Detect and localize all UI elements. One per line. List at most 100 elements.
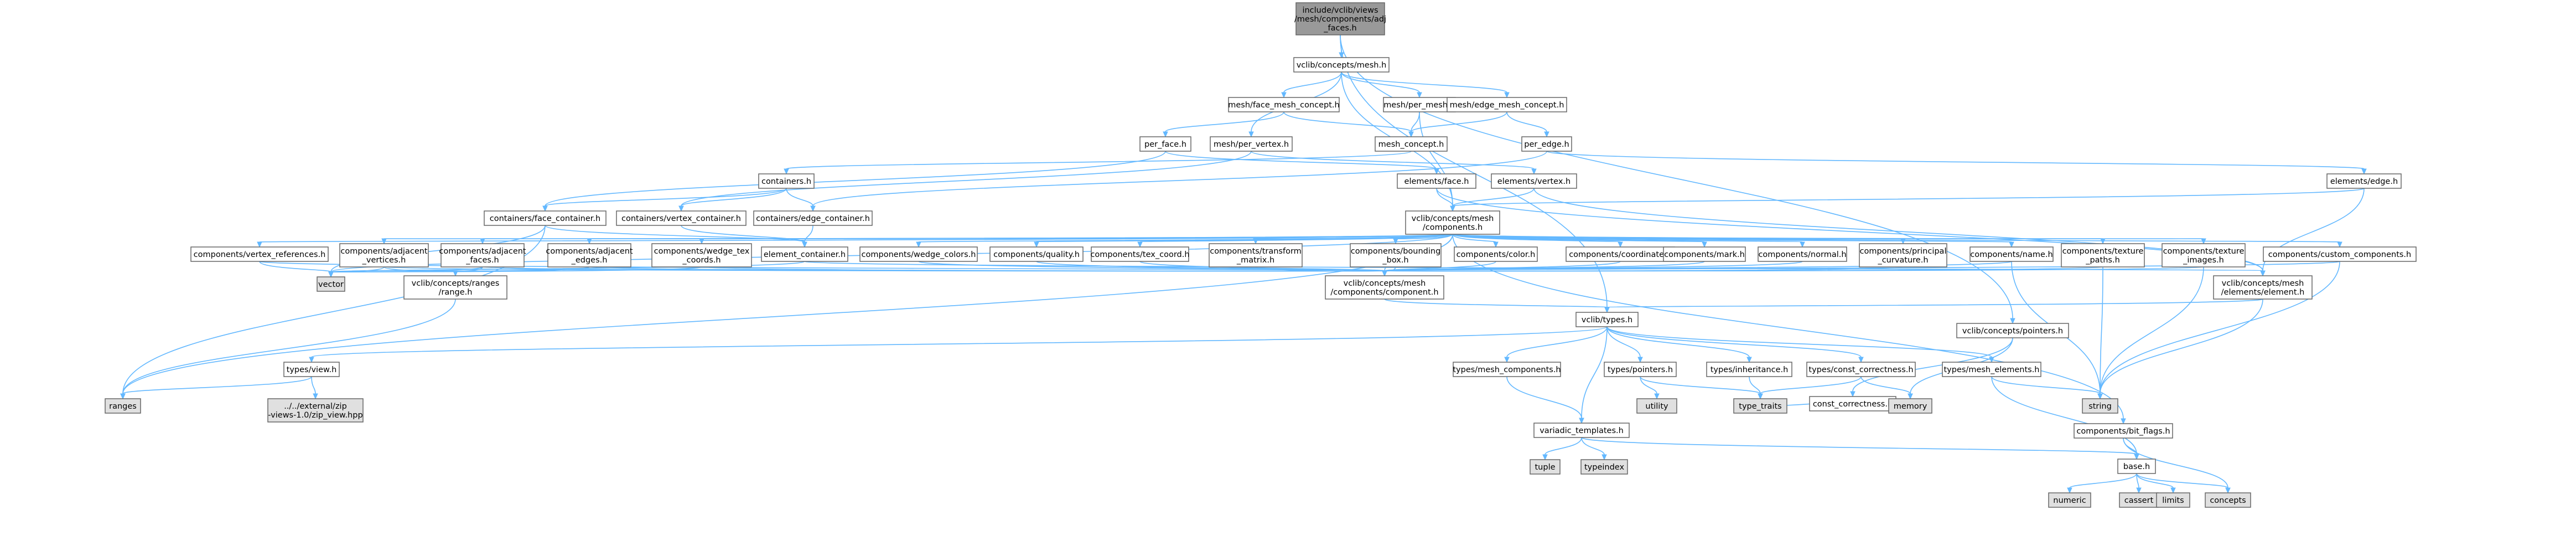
node-per-mesh[interactable]: mesh/per_mesh.h bbox=[1383, 97, 1456, 112]
node-box bbox=[2263, 246, 2417, 262]
node-comp-adj-faces[interactable]: components/adjacent_faces.h bbox=[439, 243, 526, 267]
node-types-const-corr[interactable]: types/const_correctness.h bbox=[1806, 362, 1916, 377]
node-vector[interactable]: vector bbox=[317, 276, 345, 292]
node-concepts[interactable]: concepts bbox=[2205, 492, 2251, 508]
node-comp-transform[interactable]: components/transform_matrix.h bbox=[1209, 243, 1303, 267]
node-comp-tex-paths[interactable]: components/texture_paths.h bbox=[2061, 243, 2145, 267]
edge-per-edge-to-elements-edge bbox=[1546, 151, 2365, 169]
node-cassert[interactable]: cassert bbox=[2119, 492, 2159, 508]
edge-comp-vertex-refs-to-vector bbox=[259, 261, 331, 272]
node-ranges-range[interactable]: vclib/concepts/ranges/range.h bbox=[403, 275, 507, 300]
node-box bbox=[1604, 362, 1677, 377]
node-label: _box.h bbox=[1382, 256, 1408, 265]
node-comp-adj-vertices[interactable]: components/adjacent_vertices.h bbox=[339, 243, 429, 267]
node-mesh-component[interactable]: vclib/concepts/mesh/components/component… bbox=[1325, 275, 1444, 300]
node-box bbox=[1859, 243, 1947, 267]
node-containers[interactable]: containers.h bbox=[758, 173, 815, 189]
node-mesh-element[interactable]: vclib/concepts/mesh/elements/element.h bbox=[2213, 275, 2313, 300]
node-label: mesh/per_vertex.h bbox=[1214, 140, 1289, 149]
node-types-inheritance[interactable]: types/inheritance.h bbox=[1706, 362, 1792, 377]
node-types-view[interactable]: types/view.h bbox=[283, 362, 340, 377]
edge-arrowhead bbox=[1542, 454, 1548, 461]
node-comp-color[interactable]: components/color.h bbox=[1454, 246, 1538, 262]
node-mesh-components[interactable]: vclib/concepts/mesh/components.h bbox=[1405, 210, 1500, 235]
node-comp-tex-coord[interactable]: components/tex_coord.h bbox=[1090, 246, 1190, 262]
node-box bbox=[1397, 173, 1476, 189]
node-per-vertex[interactable]: mesh/per_vertex.h bbox=[1210, 136, 1293, 152]
node-label: components/texture bbox=[2062, 247, 2144, 256]
node-comp-adj-edges[interactable]: components/adjacent_edges.h bbox=[546, 243, 633, 267]
node-typeindex[interactable]: typeindex bbox=[1580, 459, 1628, 475]
node-label: components/tex_coord.h bbox=[1090, 250, 1189, 259]
node-comp-quality[interactable]: components/quality.h bbox=[989, 246, 1084, 262]
node-containers-edge[interactable]: containers/edge_container.h bbox=[753, 210, 873, 226]
node-concepts-mesh[interactable]: vclib/concepts/mesh.h bbox=[1293, 57, 1390, 73]
node-utility[interactable]: utility bbox=[1636, 398, 1677, 414]
node-containers-face[interactable]: containers/face_container.h bbox=[484, 210, 607, 226]
edge-mesh-component-to-types bbox=[1384, 298, 1608, 308]
node-types[interactable]: vclib/types.h bbox=[1575, 312, 1639, 327]
node-label: components/transform bbox=[1210, 247, 1302, 256]
node-comp-wedge-tex[interactable]: components/wedge_tex_coords.h bbox=[651, 243, 752, 267]
node-types-mesh-comp[interactable]: types/mesh_components.h bbox=[1453, 362, 1561, 377]
edge-edge-mesh-concept-to-per-edge bbox=[1506, 111, 1547, 132]
node-comp-name[interactable]: components/name.h bbox=[1969, 246, 2054, 262]
edge-base-to-limits bbox=[2136, 473, 2174, 488]
node-box bbox=[1453, 362, 1561, 377]
node-const-correctness[interactable]: const_correctness.h bbox=[1809, 396, 1896, 411]
node-types-mesh-elements[interactable]: types/mesh_elements.h bbox=[1942, 362, 2041, 377]
node-label: containers/vertex_container.h bbox=[621, 214, 741, 223]
node-box bbox=[1405, 210, 1500, 235]
node-comp-bounding[interactable]: components/bounding_box.h bbox=[1350, 243, 1442, 267]
node-comp-tex-images[interactable]: components/texture_images.h bbox=[2162, 243, 2246, 267]
node-elements-edge[interactable]: elements/edge.h bbox=[2326, 173, 2402, 189]
node-label: vclib/concepts/mesh bbox=[1412, 214, 1494, 223]
node-per-face[interactable]: per_face.h bbox=[1139, 136, 1191, 152]
node-box bbox=[2326, 173, 2402, 189]
node-label: concepts bbox=[2210, 496, 2246, 505]
edge-arrowhead bbox=[1137, 241, 1143, 248]
node-root[interactable]: include/vclib/views/mesh/components/adj_… bbox=[1294, 2, 1386, 35]
edge-arrowhead bbox=[587, 238, 592, 245]
node-comp-vertex-refs[interactable]: components/vertex_references.h bbox=[190, 246, 329, 262]
node-type-traits[interactable]: type_traits bbox=[1733, 398, 1787, 414]
node-comp-coordinate[interactable]: components/coordinate.h bbox=[1566, 246, 1675, 262]
node-zip-view[interactable]: ../../external/zip-views-1.0/zip_view.hp… bbox=[267, 398, 364, 423]
edge-face-mesh-concept-to-mesh-concept bbox=[1283, 111, 1412, 132]
node-box bbox=[1809, 396, 1896, 411]
node-label: components/normal.h bbox=[1758, 250, 1846, 259]
node-elements-face[interactable]: elements/face.h bbox=[1397, 173, 1476, 189]
edge-types-to-types-view bbox=[311, 326, 1608, 358]
node-per-edge[interactable]: per_edge.h bbox=[1521, 136, 1572, 152]
node-elements-vertex[interactable]: elements/vertex.h bbox=[1491, 173, 1577, 189]
node-face-mesh-concept[interactable]: mesh/face_mesh_concept.h bbox=[1228, 97, 1340, 112]
node-element-container[interactable]: element_container.h bbox=[761, 246, 848, 262]
node-ranges[interactable]: ranges bbox=[105, 398, 141, 414]
node-box bbox=[859, 246, 978, 262]
node-containers-vertex[interactable]: containers/vertex_container.h bbox=[616, 210, 747, 226]
edge-arrowhead bbox=[1504, 357, 1510, 363]
node-limits[interactable]: limits bbox=[2156, 492, 2190, 508]
node-label: vclib/concepts/mesh bbox=[2222, 279, 2304, 288]
node-label: typeindex bbox=[1584, 463, 1624, 472]
node-variadic[interactable]: variadic_templates.h bbox=[1533, 423, 1630, 438]
node-comp-custom[interactable]: components/custom_components.h bbox=[2263, 246, 2417, 262]
node-comp-mark[interactable]: components/mark.h bbox=[1663, 246, 1746, 262]
node-mesh-concept[interactable]: mesh_concept.h bbox=[1375, 136, 1448, 152]
node-edge-mesh-concept[interactable]: mesh/edge_mesh_concept.h bbox=[1447, 97, 1567, 112]
node-tuple[interactable]: tuple bbox=[1530, 459, 1561, 475]
node-comp-wedge-colors[interactable]: components/wedge_colors.h bbox=[859, 246, 978, 262]
node-bit-flags[interactable]: components/bit_flags.h bbox=[2074, 423, 2173, 439]
node-label: components/coordinate.h bbox=[1569, 250, 1672, 259]
node-comp-principal[interactable]: components/principal_curvature.h bbox=[1859, 243, 1947, 267]
node-label: elements/face.h bbox=[1404, 177, 1469, 186]
node-concepts-pointers[interactable]: vclib/concepts/pointers.h bbox=[1956, 323, 2069, 338]
node-label: components/wedge_tex bbox=[654, 247, 750, 256]
node-base[interactable]: base.h bbox=[2117, 459, 2156, 474]
node-numeric[interactable]: numeric bbox=[2048, 492, 2091, 508]
node-string[interactable]: string bbox=[2082, 398, 2118, 414]
edge-edge-mesh-concept-to-mesh-concept bbox=[1411, 111, 1507, 132]
node-memory[interactable]: memory bbox=[1888, 398, 1932, 414]
node-types-pointers[interactable]: types/pointers.h bbox=[1604, 362, 1677, 377]
node-comp-normal[interactable]: components/normal.h bbox=[1758, 246, 1847, 262]
